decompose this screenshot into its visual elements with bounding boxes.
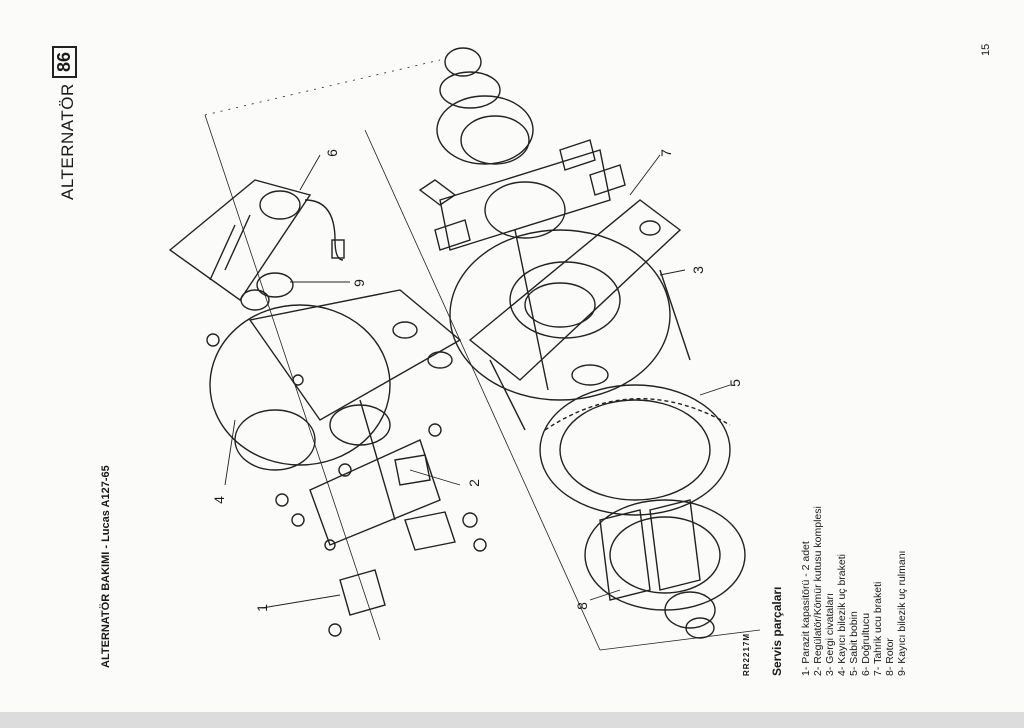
- list-item: 1- Parazit kapasitörü - 2 adet: [800, 541, 812, 676]
- list-item: 7- Tahrik ucu braketi: [872, 581, 884, 676]
- list-item: 2- Regülatör/Kömür kutusu komplesi: [812, 506, 824, 676]
- section-subtitle: ALTERNATÖR BAKIMI - Lucas A127-65: [100, 465, 112, 668]
- parts-heading: Servis parçaları: [770, 586, 784, 676]
- callout-8: 8: [573, 602, 590, 610]
- page-number: 86: [52, 45, 77, 78]
- list-item: 4- Kayıcı bilezik uç braketi: [836, 554, 848, 676]
- callout-6: 6: [323, 149, 340, 157]
- list-item: 5- Sabit bobin: [848, 611, 860, 676]
- callout-4: 4: [210, 496, 227, 504]
- figure-code: RR2217M: [742, 632, 751, 676]
- list-item: 6- Doğrultucu: [860, 612, 872, 676]
- callout-5: 5: [726, 379, 743, 387]
- list-item: 8- Rotor: [884, 638, 896, 676]
- scan-bottom-edge: [0, 712, 1024, 728]
- callout-3: 3: [689, 266, 706, 274]
- callout-7: 7: [657, 149, 674, 157]
- list-item: 3- Gergi civataları: [824, 593, 836, 676]
- list-item: 9- Kayıcı bilezik uç rulmanı: [896, 550, 908, 676]
- callout-2: 2: [465, 479, 482, 487]
- callout-9: 9: [350, 279, 367, 287]
- page-title: ALTERNATÖR: [58, 83, 77, 200]
- parts-list: 1- Parazit kapasitörü - 2 adet 2- Regüla…: [800, 506, 908, 676]
- callout-1: 1: [253, 604, 270, 612]
- footer-page-number: 15: [980, 43, 992, 56]
